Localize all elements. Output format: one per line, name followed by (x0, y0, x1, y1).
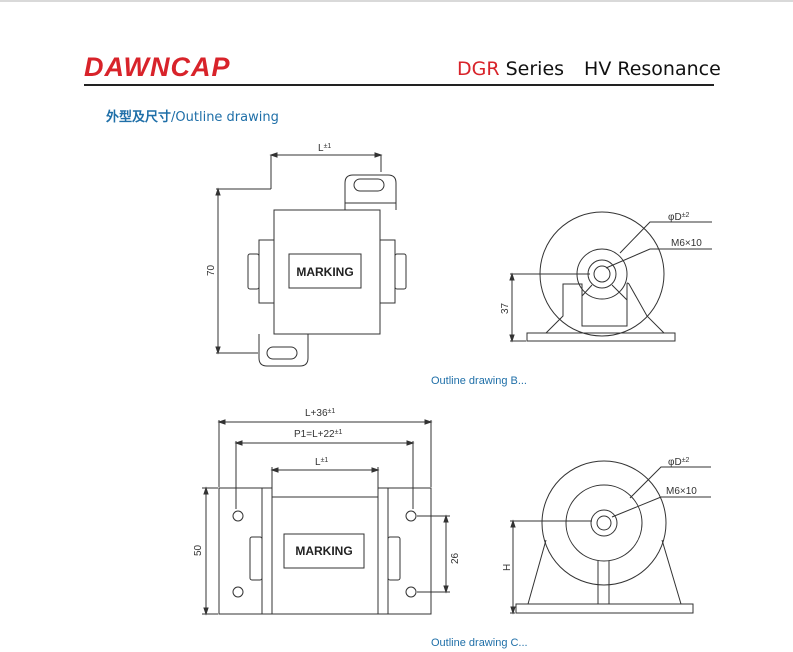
b-dim-thread: M6×10 (671, 238, 702, 249)
c-dim-length: L±1 (315, 457, 328, 468)
caption-drawing-c: Outline drawing C... (431, 637, 528, 649)
c-dim-pitch: P1=L+22±1 (294, 429, 342, 440)
b-marking-label: MARKING (296, 265, 353, 279)
header-divider (84, 84, 714, 86)
brand-logo: DAWNCAP (84, 52, 231, 82)
drawing-c-front-view (202, 419, 450, 616)
series-word: Series (505, 58, 565, 80)
page-top-border (0, 0, 793, 2)
series-code: DGR (457, 58, 500, 80)
c-dim-overall: L+36±1 (305, 408, 335, 419)
section-title-cn: 外型及尺寸 (106, 110, 172, 125)
drawing-c-side-view (510, 460, 711, 615)
section-title: 外型及尺寸/Outline drawing (106, 106, 279, 125)
b-dim-length: L±1 (318, 143, 331, 154)
series-heading: DGR Series HV Resonance (457, 58, 721, 80)
c-dim-diameter: φD±2 (668, 457, 690, 468)
b-dim-height: 70 (206, 264, 217, 276)
c-dim-axis-height: H (502, 564, 513, 571)
b-dim-axis-height: 37 (500, 302, 511, 314)
c-dim-height: 50 (193, 544, 204, 556)
caption-drawing-b: Outline drawing B... (431, 375, 527, 387)
b-dim-diameter: φD±2 (668, 212, 690, 223)
product-name: HV Resonance (584, 58, 721, 80)
c-dim-thread: M6×10 (666, 486, 697, 497)
drawing-b-front-view (215, 152, 407, 367)
drawing-b-side-view (509, 211, 712, 343)
section-title-en: /Outline drawing (171, 110, 279, 125)
c-dim-hole-spacing: 26 (450, 552, 461, 564)
c-marking-label: MARKING (295, 544, 352, 558)
